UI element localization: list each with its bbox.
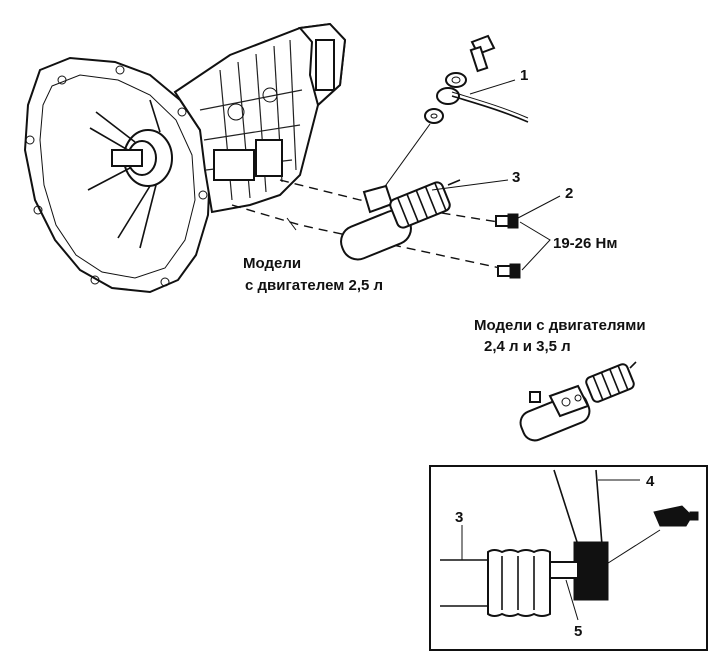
slave-cylinder-alt xyxy=(519,361,637,442)
caption-model-2435-line2: 2,4 л и 3,5 л xyxy=(484,338,571,355)
torque-note: 19-26 Нм xyxy=(553,235,617,252)
detail-inset: 4 3 5 xyxy=(429,465,708,651)
guide-line-upper xyxy=(279,179,499,223)
callout-3-inset: 3 xyxy=(455,509,463,526)
mounting-bolt-lower xyxy=(497,263,521,279)
caption-model-25-line1: Модели xyxy=(243,255,301,272)
leader-1 xyxy=(469,79,516,95)
guide-line-lower xyxy=(231,204,501,269)
torque-leader xyxy=(519,221,551,271)
callout-4: 4 xyxy=(646,473,655,490)
guide-tick xyxy=(286,217,297,231)
caption-model-25-line2: с двигателем 2,5 л xyxy=(245,277,383,294)
callout-2: 2 xyxy=(565,185,573,202)
leader-2 xyxy=(517,195,561,219)
callout-5: 5 xyxy=(574,623,582,640)
mounting-bolt-upper xyxy=(495,213,519,229)
callout-3: 3 xyxy=(512,169,520,186)
callout-1: 1 xyxy=(520,67,528,84)
slave-cylinder-main xyxy=(340,179,461,261)
grease-tube-icon xyxy=(653,505,699,527)
hose-fitting-assembly xyxy=(377,34,529,197)
caption-model-2435-line1: Модели с двигателями xyxy=(474,317,646,334)
leader-3 xyxy=(431,179,509,191)
transmission-housing xyxy=(23,22,347,294)
